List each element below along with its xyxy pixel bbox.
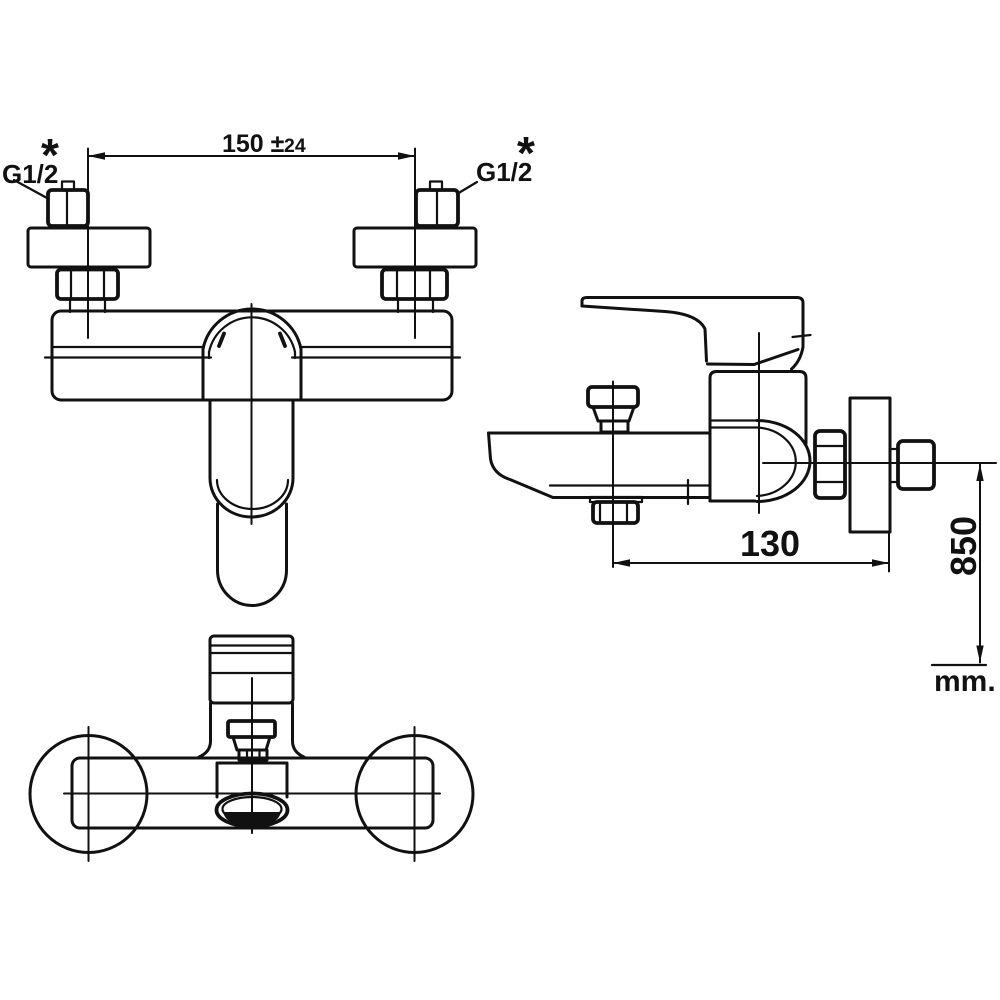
aerator-opening: [223, 812, 281, 827]
handle-front: [201, 303, 303, 607]
front-view: 150 ± 24 G1/2 * G1/2 *: [2, 127, 535, 607]
body-back-inner-arc: [755, 426, 797, 498]
escutcheon: [352, 226, 478, 269]
wall-hex-nut: [813, 429, 847, 500]
lever-side: [580, 296, 812, 371]
arrow-right-icon: [872, 559, 889, 567]
lever-underside: [580, 304, 708, 363]
spout-side: [487, 431, 712, 506]
dome-tick-left: [217, 331, 226, 348]
wall-flange: [848, 396, 892, 534]
spout-block: [215, 761, 289, 799]
lock-nut: [380, 267, 449, 301]
lever-grip: [216, 502, 288, 607]
side-view: 130 850 mm.: [487, 296, 997, 698]
lock-nut: [55, 267, 120, 301]
inlet-left-label: G1/2: [2, 159, 58, 189]
inlet-right-note: *: [517, 127, 535, 179]
unit-label: mm.: [934, 665, 996, 698]
inlet-label-left: G1/2 *: [2, 129, 59, 200]
dim-inlet-spacing: 150 ± 24: [87, 130, 416, 339]
leader-line: [455, 180, 479, 196]
escutcheon: [26, 226, 152, 269]
diverter-knob-bottom: [226, 719, 277, 762]
arrow-left-icon: [613, 559, 630, 567]
inlet-assembly-left: [26, 180, 152, 314]
arrow-down-icon: [976, 645, 984, 663]
diverter-pull-knob: [588, 495, 644, 525]
lever-bottom: [197, 634, 306, 834]
dome-tick-right: [278, 331, 287, 348]
inlet-left-note: *: [41, 129, 59, 181]
aerator-bottom: [214, 761, 290, 829]
cartridge-housing: [708, 332, 812, 514]
arrow-left-icon: [88, 152, 105, 160]
mounting-height-value: 850: [943, 516, 984, 576]
leader-line: [12, 178, 49, 200]
inlet-label-right: G1/2 *: [455, 127, 535, 196]
bottom-view: [28, 634, 475, 862]
arrow-right-icon: [398, 152, 415, 160]
inlet-spacing-value: 150 ±: [222, 130, 285, 158]
dim-spout-to-wall: 130: [612, 380, 890, 573]
spout-to-wall-value: 130: [740, 523, 800, 564]
inlet-right-label: G1/2: [476, 157, 532, 187]
arrow-up-icon: [976, 464, 984, 481]
lever-outline: [580, 296, 805, 349]
pivot-tick: [791, 333, 812, 339]
inlet-spacing-tolerance: 24: [284, 135, 306, 157]
dim-mounting-height: 850 mm.: [930, 463, 996, 698]
wall-connection: [762, 396, 997, 534]
body-back-outer-arc: [755, 419, 812, 503]
lever-neck: [197, 701, 212, 759]
inlet-assembly-right: [352, 180, 478, 314]
male-thread-hex: [896, 439, 936, 491]
